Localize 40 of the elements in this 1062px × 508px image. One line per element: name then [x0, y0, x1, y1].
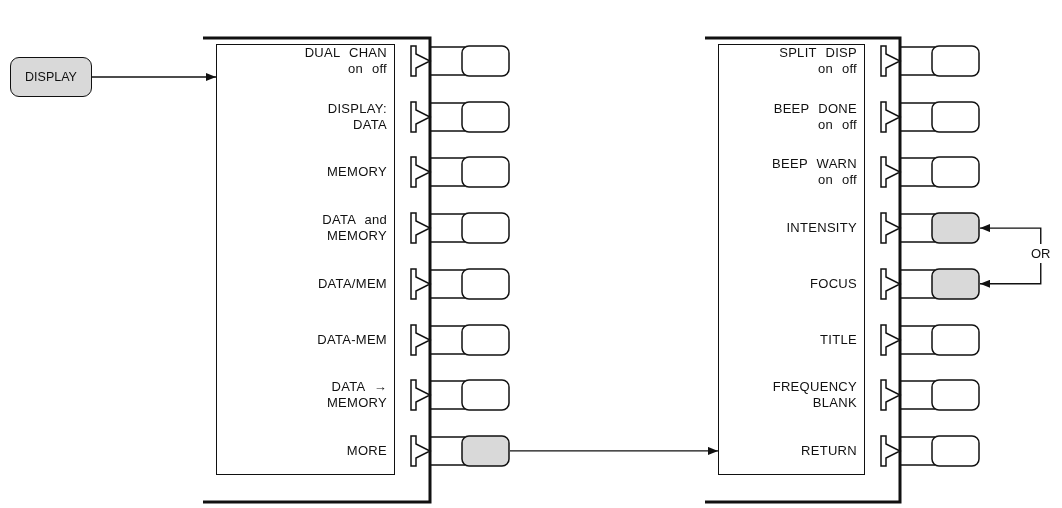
softkey-label: DATA and MEMORY	[291, 212, 387, 245]
softkey-drawing	[410, 379, 510, 412]
softkey-label: FREQUENCY BLANK	[761, 379, 857, 412]
softkey-drawing	[410, 267, 510, 300]
softkey-drawing	[410, 212, 510, 245]
softkey-drawing	[410, 323, 510, 356]
softkey-label: TITLE	[761, 331, 857, 348]
softkey-label: BEEP WARN on off	[761, 156, 857, 189]
arrow	[509, 446, 719, 455]
softkey-drawing	[880, 434, 980, 467]
front-panel-key: DISPLAY	[10, 57, 92, 97]
softkey-label: DATA-MEM	[291, 331, 387, 348]
softkey-label: MORE	[291, 442, 387, 459]
menu-panel	[718, 44, 865, 475]
softkey-label: DATA/MEM	[291, 275, 387, 292]
menu-panel	[216, 44, 395, 475]
softkey-drawing	[410, 100, 510, 133]
arrow	[979, 224, 1042, 245]
softkey-drawing	[410, 156, 510, 189]
softkey-label: DISPLAY: DATA	[291, 100, 387, 133]
softkey-label: BEEP DONE on off	[761, 100, 857, 133]
softkey-label: MEMORY	[291, 164, 387, 181]
softkey-drawing	[880, 100, 980, 133]
softkey-label: FOCUS	[761, 275, 857, 292]
softkey-drawing	[880, 323, 980, 356]
softkey-drawing	[880, 267, 980, 300]
softkey-label: DATA → MEMORY	[291, 379, 387, 412]
note-text: OR	[1031, 246, 1051, 261]
softkey-label: INTENSITY	[761, 220, 857, 237]
softkey-drawing	[410, 45, 510, 77]
arrow	[979, 262, 1042, 288]
softkey-label: SPLIT DISP on off	[761, 45, 857, 77]
softkey-drawing	[410, 434, 510, 467]
softkey-drawing	[880, 379, 980, 412]
softkey-label: RETURN	[761, 442, 857, 459]
softkey-drawing	[880, 212, 980, 245]
softkey-drawing	[880, 156, 980, 189]
arrow	[91, 73, 217, 81]
softkey-drawing	[880, 45, 980, 77]
softkey-label: DUAL CHAN on off	[291, 45, 387, 77]
